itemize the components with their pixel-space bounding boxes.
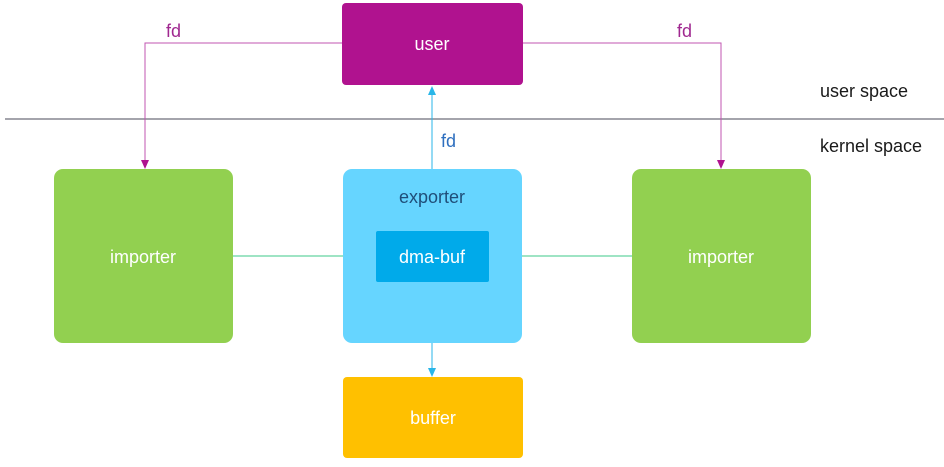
fd-edge-right: [523, 42, 725, 169]
buffer-node: buffer: [343, 377, 523, 458]
user-node-label: user: [414, 34, 449, 54]
dma-buf-node: dma-buf: [376, 231, 489, 282]
fd-label-right: fd: [677, 21, 692, 41]
user-node: user: [342, 3, 523, 85]
fd-edge-left: [141, 42, 342, 169]
fd-label-left: fd: [166, 21, 181, 41]
exporter-node-label: exporter: [399, 187, 465, 207]
importer-left-node: importer: [54, 169, 233, 343]
importer-right-node-label: importer: [688, 247, 754, 267]
user-space-label: user space: [820, 81, 908, 101]
importer-left-node-label: importer: [110, 247, 176, 267]
importer-right-node: importer: [632, 169, 811, 343]
buffer-node-label: buffer: [410, 408, 456, 428]
dma-buf-node-label: dma-buf: [399, 247, 466, 267]
fd-label-center: fd: [441, 131, 456, 151]
kernel-space-label: kernel space: [820, 136, 922, 156]
